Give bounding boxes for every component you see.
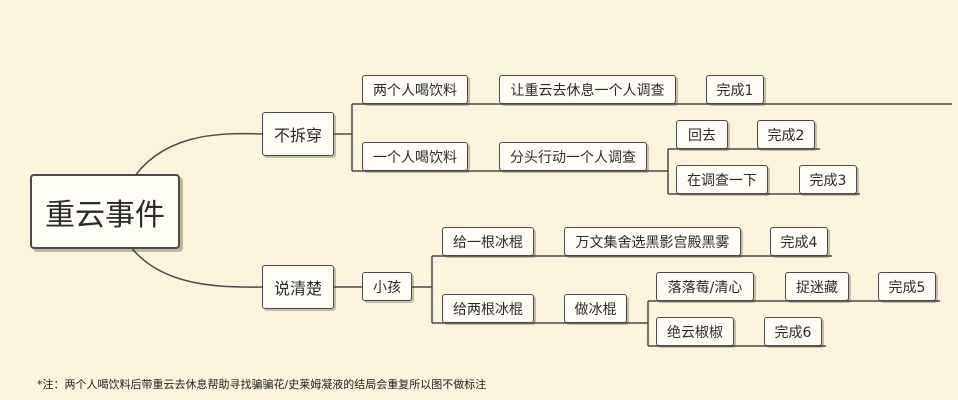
node-go-back: 回去 [676,120,728,149]
node-give-one-popsicle: 给一根冰棍 [442,227,534,256]
result-complete-3: 完成3 [799,165,857,194]
connector-root-to-bunchaichuan [129,132,263,184]
node-hide-and-seek: 捉迷藏 [785,272,849,301]
root-node: 重云事件 [30,174,180,249]
branch-shuoqingchu: 说清楚 [262,265,334,309]
connector-b-path2-bracket [647,300,656,347]
node-berry-mint: 落落莓/清心 [656,272,754,301]
footnote: *注：两个人喝饮料后带重云去休息帮助寻找骗骗花/史莱姆凝液的结局会重复所以图不做… [37,378,487,391]
node-child: 小孩 [362,272,412,301]
connector-root-to-shuoqingchu [129,245,263,288]
node-jueyun-chili: 绝云椒椒 [656,317,734,346]
node-investigate-more: 在调查一下 [676,165,768,194]
node-one-person-drink: 一个人喝饮料 [362,142,468,171]
connector-path2-bracket [667,148,676,195]
node-make-popsicle: 做冰棍 [564,294,627,323]
connector-bunchaichuan-bracket [334,103,362,172]
node-shadow-palace: 万文集舍选黑影宫殿黑雾 [564,227,741,256]
node-give-two-popsicles: 给两根冰棍 [442,294,534,323]
node-split-investigate: 分头行动一个人调查 [499,142,647,171]
result-complete-6: 完成6 [764,317,822,346]
result-complete-1: 完成1 [706,75,764,104]
node-rest-one-investigate: 让重云去休息一个人调查 [499,75,676,104]
node-two-people-drink: 两个人喝饮料 [362,75,468,104]
branch-bunchaichuan: 不拆穿 [262,112,334,156]
result-complete-5: 完成5 [878,272,936,301]
result-complete-2: 完成2 [757,120,815,149]
connector-child-bracket [412,255,442,324]
result-complete-4: 完成4 [770,227,828,256]
